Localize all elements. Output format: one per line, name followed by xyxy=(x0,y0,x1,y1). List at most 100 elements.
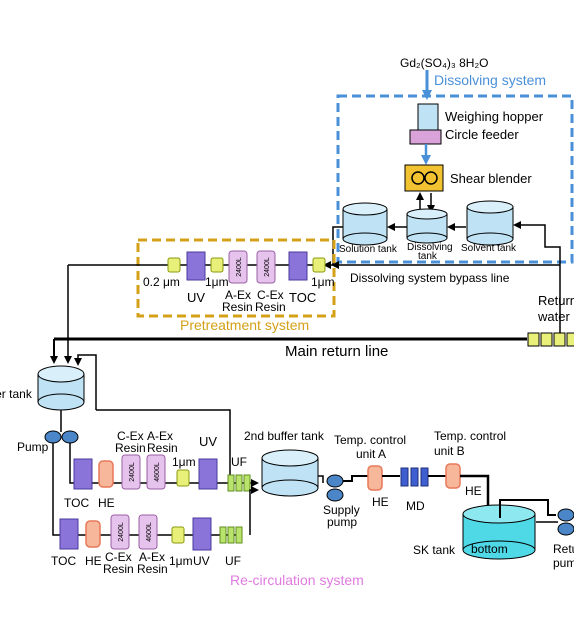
dissolving-tank-label-1: Dissolving xyxy=(407,242,453,253)
pre-aex-resin xyxy=(228,250,248,284)
buffer2-to-supply-pump xyxy=(318,475,324,483)
circle-feeder xyxy=(409,129,442,145)
second-buffer-tank-label: 2nd buffer tank xyxy=(244,429,325,443)
shear-blender-rotor-2 xyxy=(424,171,438,185)
pretreatment-system-title: Pretreatment system xyxy=(180,317,309,333)
dissolving-system-box xyxy=(336,94,574,264)
up-uf-label: UF xyxy=(231,455,247,469)
md-modules xyxy=(400,467,429,487)
low-1um-filter xyxy=(171,526,185,544)
return-pump-label-1: Return xyxy=(553,542,574,556)
pre-cex-volume: 2400L xyxy=(264,257,271,277)
up-uf-modules xyxy=(227,474,251,492)
return-water-label-2: water xyxy=(537,309,570,324)
dissolving-tank-label-2: tank xyxy=(418,251,438,262)
up-cex-label-1: C-Ex xyxy=(117,429,144,443)
md-label: MD xyxy=(406,499,425,513)
up-toc-label: TOC xyxy=(64,496,89,510)
buffer-recirc-loop xyxy=(96,409,231,476)
pretreatment-system-box xyxy=(136,238,336,318)
supply-line xyxy=(343,475,368,482)
low-uv-label: UV xyxy=(193,554,210,568)
pre-cex-resin xyxy=(256,250,276,284)
up-cex-resin xyxy=(121,454,141,490)
low-aex-label-1: A-Ex xyxy=(139,550,165,564)
up-toc xyxy=(73,458,93,490)
pre-aex-label-1: A-Ex xyxy=(225,288,251,302)
dissolving-tank xyxy=(406,208,448,244)
pre-uv xyxy=(186,251,206,281)
main-return-line-label: Main return line xyxy=(285,343,388,360)
solvent-tank xyxy=(466,200,514,246)
pre-cex-label-2: Resin xyxy=(255,300,286,314)
temp-a-label-1: Temp. control xyxy=(334,433,406,447)
pre-aex-label-2: Resin xyxy=(222,300,253,314)
pre-1um-filter-b-label: 1μm xyxy=(311,275,335,289)
pre-1um-filter-a-label: 1μm xyxy=(205,275,229,289)
low-he xyxy=(85,520,101,548)
sk-outlet-line xyxy=(499,499,556,518)
low-cex-label-2: Resin xyxy=(103,562,134,576)
low-cex-resin xyxy=(110,514,130,550)
second-buffer-tank xyxy=(261,449,319,497)
he-b-label: HE xyxy=(465,484,482,498)
solution-tank-label: Solution tank xyxy=(339,244,398,255)
solution-tank xyxy=(342,202,388,246)
solvent-tank-label: Solvent tank xyxy=(461,243,517,254)
return-pumps xyxy=(557,508,574,536)
shear-blender-label: Shear blender xyxy=(450,171,532,186)
up-aex-resin xyxy=(146,454,166,490)
low-1um-filter-label: 1μm xyxy=(169,554,193,568)
weighing-hopper xyxy=(417,103,439,131)
chemical-label: Gd₂(SO₄)₃ 8H₂O xyxy=(400,56,488,70)
low-cex-volume: 2400L xyxy=(118,522,125,542)
pre-1um-filter-a xyxy=(210,257,224,273)
upper-line-feed xyxy=(69,443,259,487)
pre-toc xyxy=(288,251,308,281)
recirculation-system-title: Re-circulation system xyxy=(230,572,364,588)
pre-toc-label: TOC xyxy=(289,290,316,305)
temp-b-label-1: Temp. control xyxy=(434,429,506,443)
up-cex-label-2: Resin xyxy=(115,441,146,455)
main-pumps xyxy=(44,430,79,444)
low-aex-resin xyxy=(138,514,158,550)
pre-aex-volume: 2400L xyxy=(236,257,243,277)
supply-pumps xyxy=(326,474,344,502)
return-to-solvent-line xyxy=(513,221,561,338)
return-water-filters xyxy=(527,332,574,347)
pre-1um-filter-b xyxy=(312,257,326,273)
temp-a-label-2: unit A xyxy=(356,447,386,461)
up-uv-label: UV xyxy=(199,434,217,449)
temp-b-label-2: unit B xyxy=(434,444,465,458)
up-cex-volume: 2400L xyxy=(129,462,136,482)
pre-cex-label-1: C-Ex xyxy=(257,288,284,302)
up-uv xyxy=(198,458,218,490)
shear-blender-rotor-1 xyxy=(411,171,425,185)
up-he xyxy=(98,460,114,488)
low-uf-modules xyxy=(219,526,243,544)
he-b xyxy=(445,463,461,489)
pre-uv-label: UV xyxy=(187,290,205,305)
low-toc-label: TOC xyxy=(51,554,76,568)
low-uf-label: UF xyxy=(225,554,241,568)
up-aex-volume: 4600L xyxy=(154,462,161,482)
low-cex-label-1: C-Ex xyxy=(105,550,132,564)
weighing-hopper-label: Weighing hopper xyxy=(445,109,544,124)
up-1um-filter xyxy=(176,469,190,487)
supply-pump-label-1: Supply xyxy=(323,503,360,517)
pre-02um-filter-label: 0.2 μm xyxy=(143,275,180,289)
he-a xyxy=(367,465,383,491)
up-he-label: HE xyxy=(98,496,115,510)
buffer-tank xyxy=(37,365,85,411)
low-uv xyxy=(192,517,212,551)
sk-tank-label: SK tank xyxy=(413,543,456,557)
circle-feeder-label: Circle feeder xyxy=(445,127,519,142)
bypass-line-label: Dissolving system bypass line xyxy=(350,271,510,285)
low-aex-label-2: Resin xyxy=(137,562,168,576)
dissolving-system-title: Dissolving system xyxy=(434,72,546,88)
buffer-tank-label: Buffer tank xyxy=(0,387,33,401)
return-water-label-1: Return xyxy=(538,293,574,308)
low-aex-volume: 4600L xyxy=(146,522,153,542)
